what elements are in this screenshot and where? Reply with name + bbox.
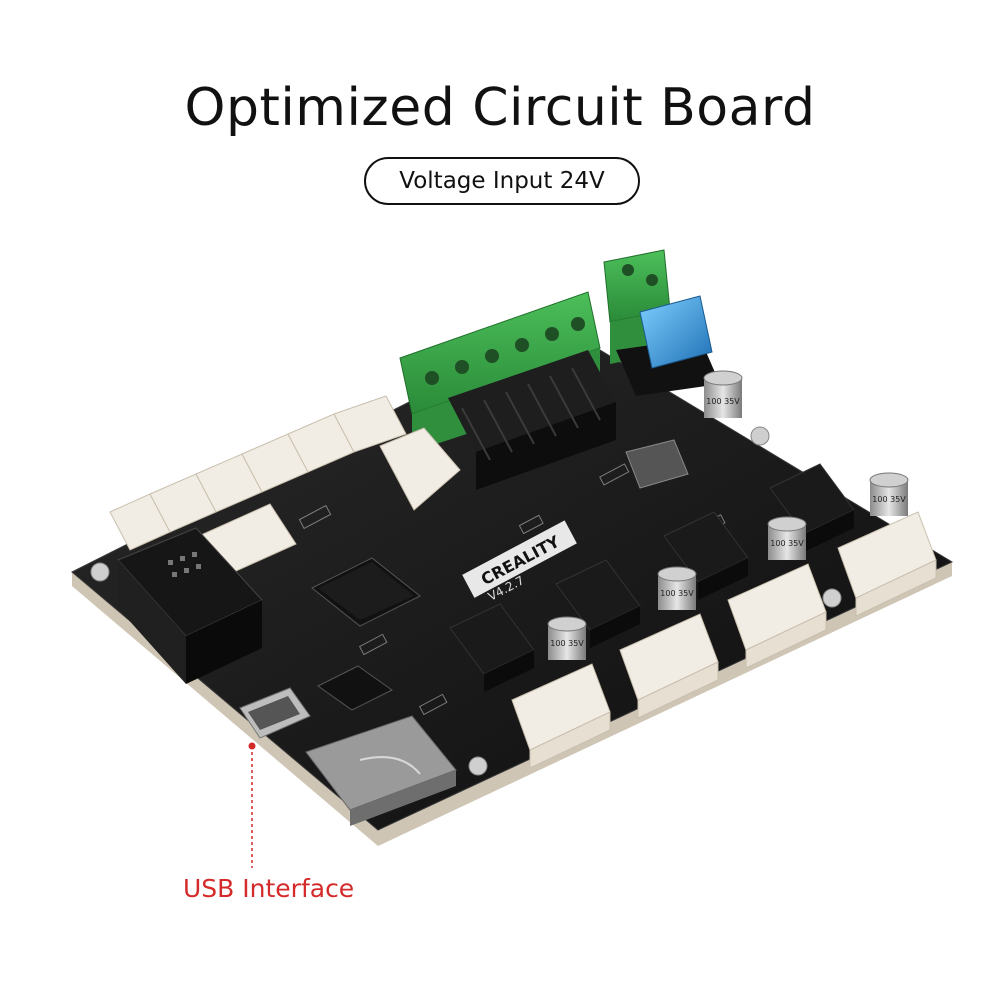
blade-fuse bbox=[616, 295, 720, 396]
stepper-driver-heatsinks bbox=[449, 463, 855, 692]
capacitor-text: 100 35V bbox=[550, 639, 584, 648]
voltage-input-badge: Voltage Input 24V bbox=[364, 157, 640, 205]
capacitor-text: 100 35V bbox=[770, 539, 804, 548]
jst-connectors-bottom bbox=[511, 511, 937, 769]
sd-card-slot bbox=[305, 715, 457, 826]
capacitor-text: 100 35V bbox=[660, 589, 694, 598]
capacitor-text: 100 35V bbox=[706, 397, 740, 406]
capacitors: 100 35V 100 35V 100 35V 100 35V 100 35V bbox=[547, 370, 909, 660]
capacitor: 100 35V bbox=[547, 616, 587, 660]
circuit-board-photo: CREALITY V4.2.7 bbox=[71, 249, 954, 868]
capacitor-text: 100 35V bbox=[872, 495, 906, 504]
usb-callout-leader bbox=[248, 742, 256, 868]
usb-port bbox=[239, 687, 311, 739]
usb-interface-callout: USB Interface bbox=[183, 874, 355, 903]
microcontroller-chip bbox=[311, 557, 421, 627]
exp-header bbox=[117, 527, 263, 684]
capacitor: 100 35V bbox=[869, 472, 909, 516]
capacitor: 100 35V bbox=[703, 370, 743, 418]
mounting-holes bbox=[90, 426, 842, 776]
main-heatsink bbox=[448, 350, 616, 490]
inductor bbox=[625, 439, 689, 489]
page-title: Optimized Circuit Board bbox=[184, 78, 816, 138]
capacitor: 100 35V bbox=[657, 566, 697, 610]
voltage-input-label: Voltage Input 24V bbox=[399, 168, 605, 194]
capacitor: 100 35V bbox=[767, 516, 807, 560]
driver-chip bbox=[317, 665, 393, 711]
